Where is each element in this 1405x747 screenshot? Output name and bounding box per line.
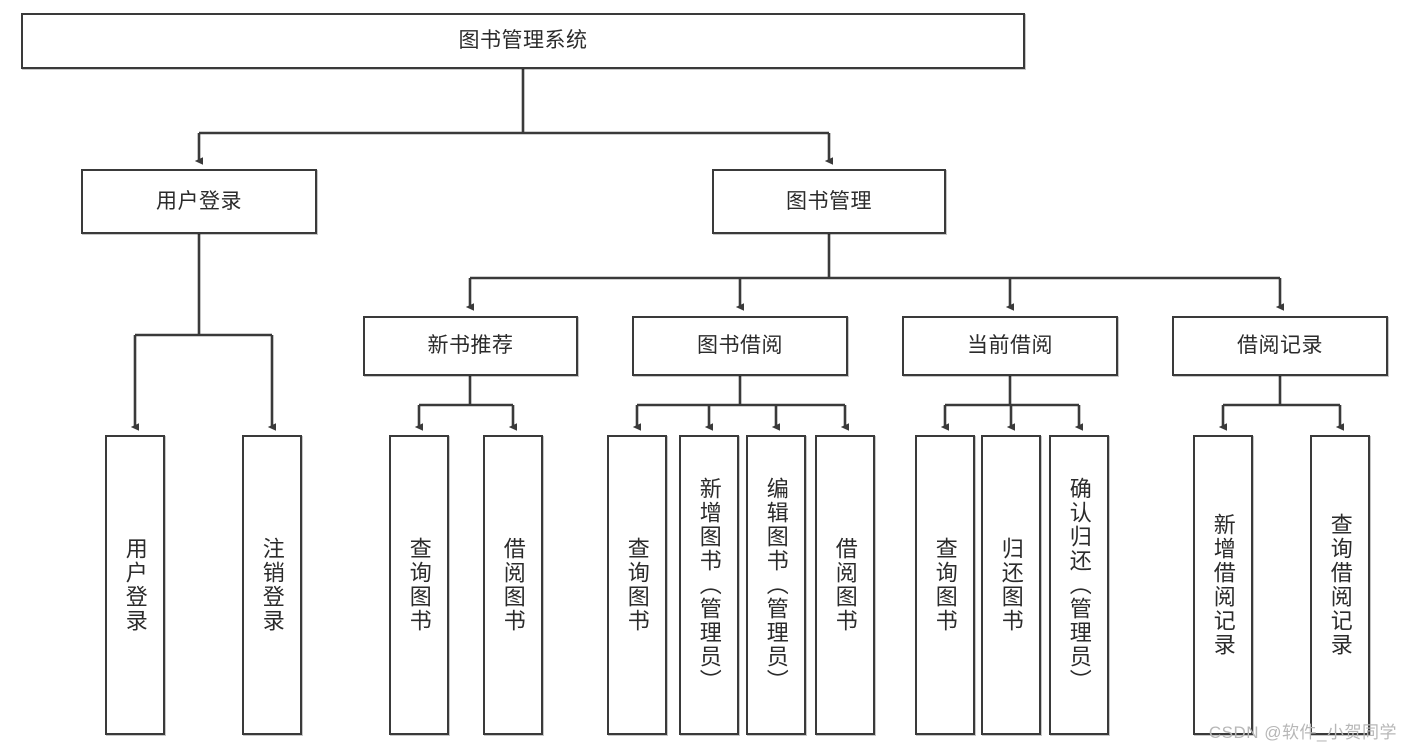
node-leaf-borrow-book-1[interactable]: 借阅图书 <box>483 435 543 735</box>
node-leaf-query-book-2-label: 查询图书 <box>624 537 650 633</box>
node-leaf-logout-login-label: 注销登录 <box>259 537 285 633</box>
node-root[interactable]: 图书管理系统 <box>21 13 1025 69</box>
node-leaf-query-book-1-label: 查询图书 <box>406 537 432 633</box>
node-leaf-edit-book[interactable]: 编辑图书（管理员） <box>746 435 806 735</box>
node-leaf-confirm-return[interactable]: 确认归还（管理员） <box>1049 435 1109 735</box>
node-leaf-query-record-label: 查询借阅记录 <box>1327 513 1353 657</box>
node-leaf-add-book-label: 新增图书（管理员） <box>696 477 722 693</box>
node-root-label: 图书管理系统 <box>458 29 588 53</box>
node-book-borrow-label: 图书借阅 <box>697 334 783 358</box>
node-leaf-query-book-1[interactable]: 查询图书 <box>389 435 449 735</box>
node-leaf-query-record[interactable]: 查询借阅记录 <box>1310 435 1370 735</box>
node-current-borrow[interactable]: 当前借阅 <box>902 316 1118 376</box>
node-leaf-confirm-return-label: 确认归还（管理员） <box>1066 477 1092 693</box>
node-user-login[interactable]: 用户登录 <box>81 169 317 234</box>
csdn-watermark: CSDN @软件_小贺同学 <box>1208 723 1397 742</box>
node-leaf-add-record[interactable]: 新增借阅记录 <box>1193 435 1253 735</box>
node-borrow-record[interactable]: 借阅记录 <box>1172 316 1388 376</box>
node-borrow-record-label: 借阅记录 <box>1237 334 1323 358</box>
node-user-login-label: 用户登录 <box>156 189 242 213</box>
node-leaf-return-book[interactable]: 归还图书 <box>981 435 1041 735</box>
node-leaf-add-book[interactable]: 新增图书（管理员） <box>679 435 739 735</box>
node-book-manage-label: 图书管理 <box>786 189 872 213</box>
node-leaf-logout-login[interactable]: 注销登录 <box>242 435 302 735</box>
node-leaf-query-book-2[interactable]: 查询图书 <box>607 435 667 735</box>
node-current-borrow-label: 当前借阅 <box>967 334 1053 358</box>
node-leaf-borrow-book-2-label: 借阅图书 <box>832 537 858 633</box>
node-leaf-user-login[interactable]: 用户登录 <box>105 435 165 735</box>
node-leaf-borrow-book-2[interactable]: 借阅图书 <box>815 435 875 735</box>
node-book-borrow[interactable]: 图书借阅 <box>632 316 848 376</box>
node-leaf-return-book-label: 归还图书 <box>998 537 1024 633</box>
node-book-manage[interactable]: 图书管理 <box>712 169 946 234</box>
node-new-book-rec-label: 新书推荐 <box>427 334 514 358</box>
node-leaf-borrow-book-1-label: 借阅图书 <box>500 537 526 633</box>
node-leaf-edit-book-label: 编辑图书（管理员） <box>763 477 789 693</box>
node-new-book-rec[interactable]: 新书推荐 <box>363 316 578 376</box>
node-leaf-query-book-3-label: 查询图书 <box>932 537 958 633</box>
node-leaf-add-record-label: 新增借阅记录 <box>1210 513 1236 657</box>
node-leaf-user-login-label: 用户登录 <box>122 537 148 633</box>
node-leaf-query-book-3[interactable]: 查询图书 <box>915 435 975 735</box>
